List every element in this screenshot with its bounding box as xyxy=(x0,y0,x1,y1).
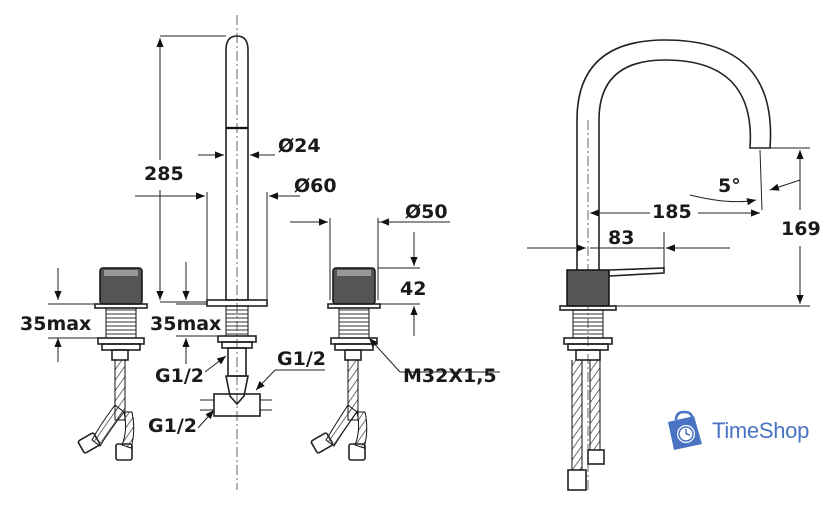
label-83: 83 xyxy=(608,227,634,249)
label-42: 42 xyxy=(400,278,426,300)
label-169: 169 xyxy=(781,218,821,240)
dimension-angle: 5° xyxy=(689,149,763,211)
dimension-285: 285 xyxy=(144,35,226,303)
center-spout-front xyxy=(200,15,272,490)
label-m32: M32X1,5 xyxy=(403,365,497,387)
right-handle-valve xyxy=(310,267,381,461)
thread-callout-m32: M32X1,5 xyxy=(368,337,500,387)
shopping-bag-clock-icon xyxy=(668,410,702,450)
label-g12-left-upper: G1/2 xyxy=(155,365,204,387)
label-35max-left: 35max xyxy=(20,313,91,335)
dimension-83: 83 xyxy=(527,227,730,268)
brand-name: TimeShop xyxy=(712,418,810,443)
thread-callouts-center: G1/2 G1/2 G1/2 xyxy=(148,348,326,437)
dimension-35max-center: 35max xyxy=(150,262,226,364)
dimension-169: 169 xyxy=(612,147,821,307)
label-diam24: Ø24 xyxy=(278,135,321,157)
label-diam50: Ø50 xyxy=(405,201,448,223)
label-35max-center: 35max xyxy=(150,313,221,335)
dimension-diam50: Ø50 xyxy=(290,201,450,300)
dimension-185: 185 xyxy=(590,201,760,223)
dimension-diam24: Ø24 xyxy=(198,135,321,159)
label-diam60: Ø60 xyxy=(294,175,337,197)
brand-logo[interactable]: TimeShop xyxy=(662,410,837,452)
dimension-42: 42 xyxy=(378,232,426,336)
left-handle-valve xyxy=(77,267,148,461)
dimension-diam60: Ø60 xyxy=(135,175,337,300)
label-g12-left-lower: G1/2 xyxy=(148,415,197,437)
label-285: 285 xyxy=(144,163,184,185)
dimension-35max-left: 35max xyxy=(20,268,106,362)
label-5deg: 5° xyxy=(718,175,741,197)
label-g12-right: G1/2 xyxy=(277,348,326,370)
label-185: 185 xyxy=(652,201,692,223)
side-view-spout xyxy=(559,39,772,491)
